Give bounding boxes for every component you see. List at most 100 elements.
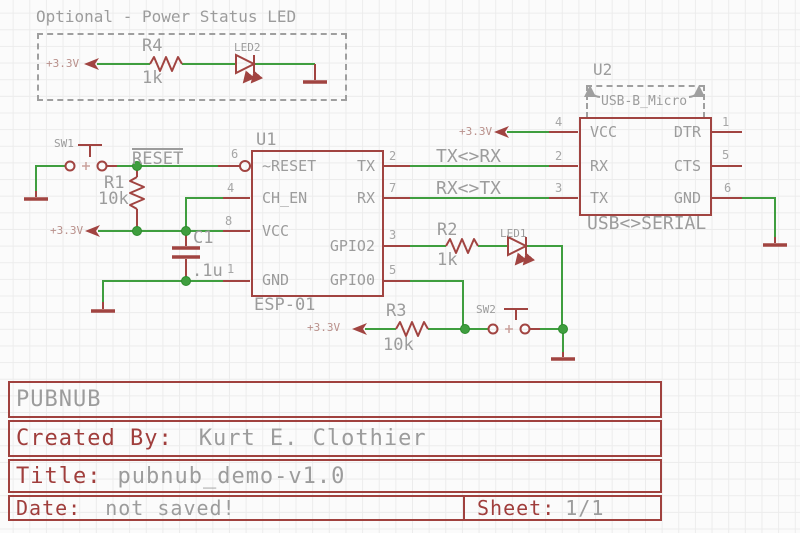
component-ref-sw2: SW2	[476, 303, 496, 316]
component-value-r2: 1k	[437, 250, 458, 270]
titleblock-sheet-label: Sheet:	[477, 496, 556, 520]
pushbutton-symbol-sw2[interactable]	[487, 308, 541, 335]
component-ref-r2: R2	[437, 220, 458, 240]
titleblock-title-label: Title:	[16, 463, 102, 489]
supply-label-3v3: +3.3V	[307, 321, 341, 334]
component-ref-led1: LED1	[500, 227, 527, 240]
titleblock-row-title: Title: pubnub_demo-v1.0	[8, 459, 662, 493]
net-label-txrx: TX<>RX	[436, 146, 502, 167]
component-part-u1: ESP-01	[254, 295, 316, 315]
titleblock-sheet-value: 1/1	[565, 496, 605, 520]
u1-esp01-chip[interactable]	[251, 150, 384, 297]
u1-pin-name: ~RESET	[262, 157, 317, 175]
u2-package-dashed-box	[586, 85, 705, 118]
u2-pin-name: VCC	[590, 123, 618, 141]
led-symbol-led1[interactable]	[507, 235, 536, 266]
component-ref-u1: U1	[256, 130, 277, 150]
optional-dashed-box	[37, 33, 347, 101]
supply-label-3v3: +3.3V	[46, 57, 80, 70]
supply-arrow-icon	[85, 225, 100, 237]
titleblock-createdby-value: Kurt E. Clothier	[198, 426, 427, 451]
component-value-r4: 1k	[142, 68, 163, 88]
u1-pin-number: 1	[227, 262, 235, 276]
ground-icon	[763, 237, 787, 247]
wire	[35, 165, 218, 191]
u2-pin-number: 3	[555, 181, 563, 195]
junction-dot	[132, 161, 568, 334]
wire	[410, 245, 563, 330]
component-package-u2: USB-B_Micro	[601, 94, 688, 109]
u1-pin-name: GPIO0	[329, 271, 375, 289]
package-arrow-icon	[584, 85, 705, 98]
u1-pin-number: 5	[389, 263, 397, 277]
titleblock-date-label: Date:	[16, 496, 82, 520]
pushbutton-symbol-sw1[interactable]	[64, 144, 118, 172]
component-ref-r1: R1	[104, 173, 125, 193]
component-ref-r4: R4	[142, 36, 163, 56]
u1-pin-number: 8	[225, 214, 233, 228]
net-label-reset: RESET	[132, 148, 184, 169]
u2-pin-number: 1	[722, 115, 730, 129]
component-value-c1: .1u	[192, 261, 223, 281]
titleblock-date-value: not saved!	[105, 496, 236, 520]
u1-pin-number: 7	[389, 181, 397, 195]
wire	[410, 131, 776, 237]
u2-pin-number: 2	[555, 149, 563, 163]
u1-pin-name: RX	[356, 189, 375, 207]
component-value-r3: 10k	[383, 335, 414, 355]
component-ref-c1: C1	[193, 228, 214, 248]
wire	[98, 197, 223, 302]
supply-arrow-icon	[84, 58, 99, 70]
u2-pin-name: GND	[673, 189, 701, 207]
u1-pin-name: GND	[262, 271, 290, 289]
titleblock-company: PUBNUB	[16, 387, 102, 412]
supply-arrow-icon	[494, 126, 509, 138]
u2-pin-number: 6	[724, 181, 732, 195]
u2-pin-name: TX	[590, 189, 609, 207]
u2-usb-serial-chip[interactable]	[579, 117, 712, 216]
titleblock-createdby-label: Created By:	[16, 426, 173, 451]
pin-stub	[223, 197, 250, 282]
optional-note: Optional - Power Status LED	[36, 7, 297, 26]
supply-label-3v3: +3.3V	[50, 224, 84, 237]
u2-pin-name: RX	[590, 157, 609, 175]
ground-icon	[91, 302, 115, 313]
titleblock-row-sheet: Sheet: 1/1	[463, 495, 662, 521]
net-label-rxtx: RX<>TX	[436, 178, 502, 199]
component-ref-sw1: SW1	[54, 137, 74, 150]
pin-stub	[384, 245, 410, 282]
u2-pin-number: 5	[722, 148, 730, 162]
pin-stub	[384, 131, 742, 199]
component-value-r1: 10k	[98, 189, 129, 209]
led-symbol-led2[interactable]	[235, 53, 264, 84]
component-ref-r3: R3	[386, 301, 407, 321]
titleblock-row-company: PUBNUB	[8, 381, 662, 418]
u1-pin-number: 4	[227, 181, 235, 195]
supply-label-3v3: +3.3V	[459, 125, 493, 138]
u1-pin-number: 3	[389, 228, 397, 242]
titleblock-title-value: pubnub_demo-v1.0	[117, 463, 346, 489]
u1-pin-name: CH_EN	[262, 189, 308, 207]
u2-pin-name: CTS	[673, 157, 701, 175]
component-ref-u2: U2	[593, 60, 613, 79]
titleblock-row-createdby: Created By: Kurt E. Clothier	[8, 420, 662, 457]
u2-pin-number: 4	[555, 115, 563, 129]
u1-pin-name: TX	[356, 157, 375, 175]
u1-pin-name: VCC	[262, 222, 290, 240]
u2-pin-name: DTR	[673, 123, 701, 141]
resistor-symbol-r1[interactable]	[129, 166, 145, 231]
component-ref-led2: LED2	[234, 41, 261, 54]
resistor-symbol-r4[interactable]	[149, 56, 183, 72]
titleblock-row-date: Date: not saved!	[8, 495, 465, 521]
resistor-symbol-r3[interactable]	[395, 321, 429, 337]
resistor-symbol-r2[interactable]	[445, 238, 479, 254]
ground-icon	[24, 191, 48, 201]
u1-pin-number: 6	[231, 147, 239, 161]
ground-icon	[551, 352, 575, 361]
ground-icon	[303, 64, 327, 84]
supply-arrow-icon	[352, 323, 367, 335]
u1-pin-number: 2	[389, 149, 397, 163]
u1-pin-name: GPIO2	[329, 237, 375, 255]
u2-caption: USB<>SERIAL	[587, 213, 707, 234]
